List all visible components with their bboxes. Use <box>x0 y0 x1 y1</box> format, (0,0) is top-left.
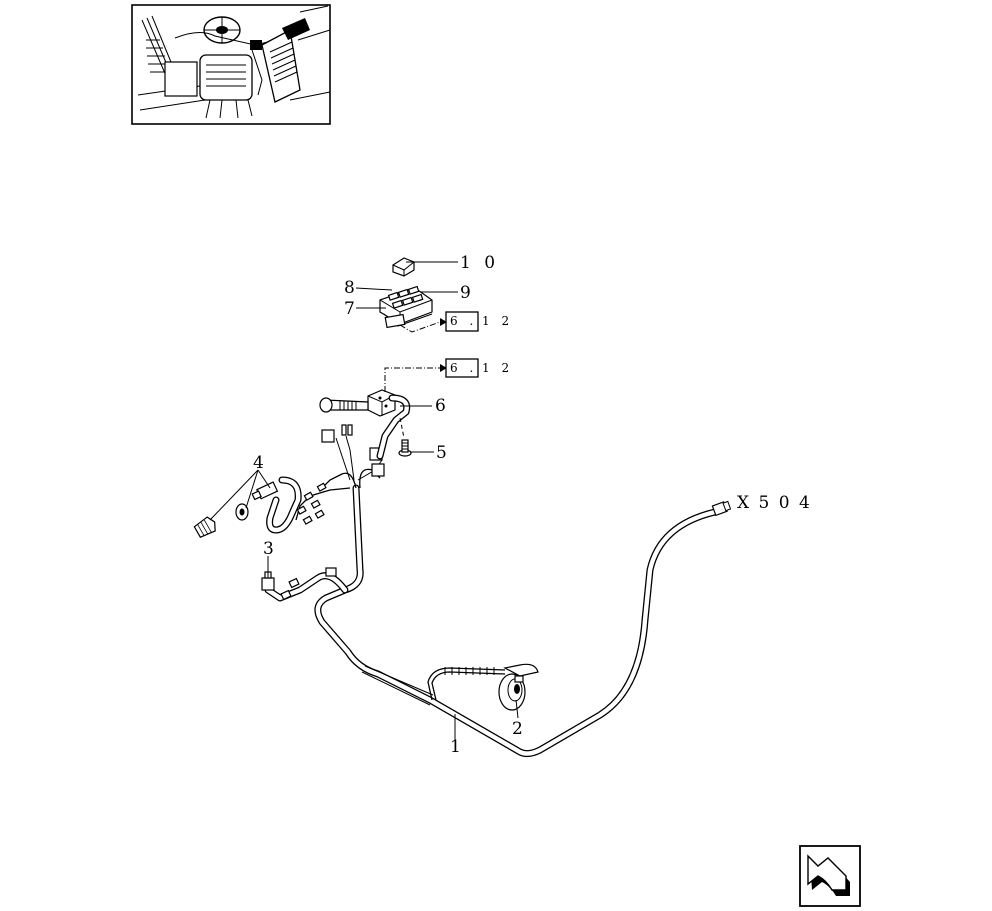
next-page-arrow-icon[interactable] <box>799 845 861 907</box>
label-1: 1 <box>450 737 461 757</box>
screw-part-5 <box>398 417 412 457</box>
stalk-switch-part-6 <box>319 389 411 460</box>
label-8: 8 <box>344 278 355 298</box>
main-wiring-harness <box>314 484 732 758</box>
harness-branch-3 <box>261 567 349 602</box>
label-10: 1 0 <box>460 253 499 273</box>
label-9: 9 <box>460 283 471 303</box>
harness-upper-branch <box>319 424 385 491</box>
ref-lower-text: 6 . <box>450 361 477 375</box>
reference-leaders <box>384 318 447 392</box>
ref-lower-suffix: 1 2 <box>482 361 513 375</box>
sensor-part-2 <box>498 673 526 711</box>
harness-branch-2 <box>427 663 539 701</box>
label-7: 7 <box>344 299 355 319</box>
ref-upper-suffix: 1 2 <box>482 314 513 328</box>
label-5: 5 <box>436 443 447 463</box>
harness-loop-part-4 <box>266 476 351 534</box>
cab-interior-thumbnail-icon <box>131 4 331 125</box>
label-4: 4 <box>253 453 264 473</box>
label-3: 3 <box>263 539 274 559</box>
switch-keys-part-8 <box>387 285 424 309</box>
switch-cap-part-10 <box>392 257 415 277</box>
connector-tag-x504: X 5 0 4 <box>737 493 812 513</box>
label-6: 6 <box>435 396 446 416</box>
ref-upper-text: 6 . <box>450 314 477 328</box>
ref-box-lower: 6 . 1 2 <box>445 358 513 378</box>
sensor-part-4 <box>193 481 279 538</box>
label-2: 2 <box>512 719 523 739</box>
leader-lines <box>209 261 519 740</box>
ref-box-upper: 6 . 1 2 <box>445 311 513 332</box>
